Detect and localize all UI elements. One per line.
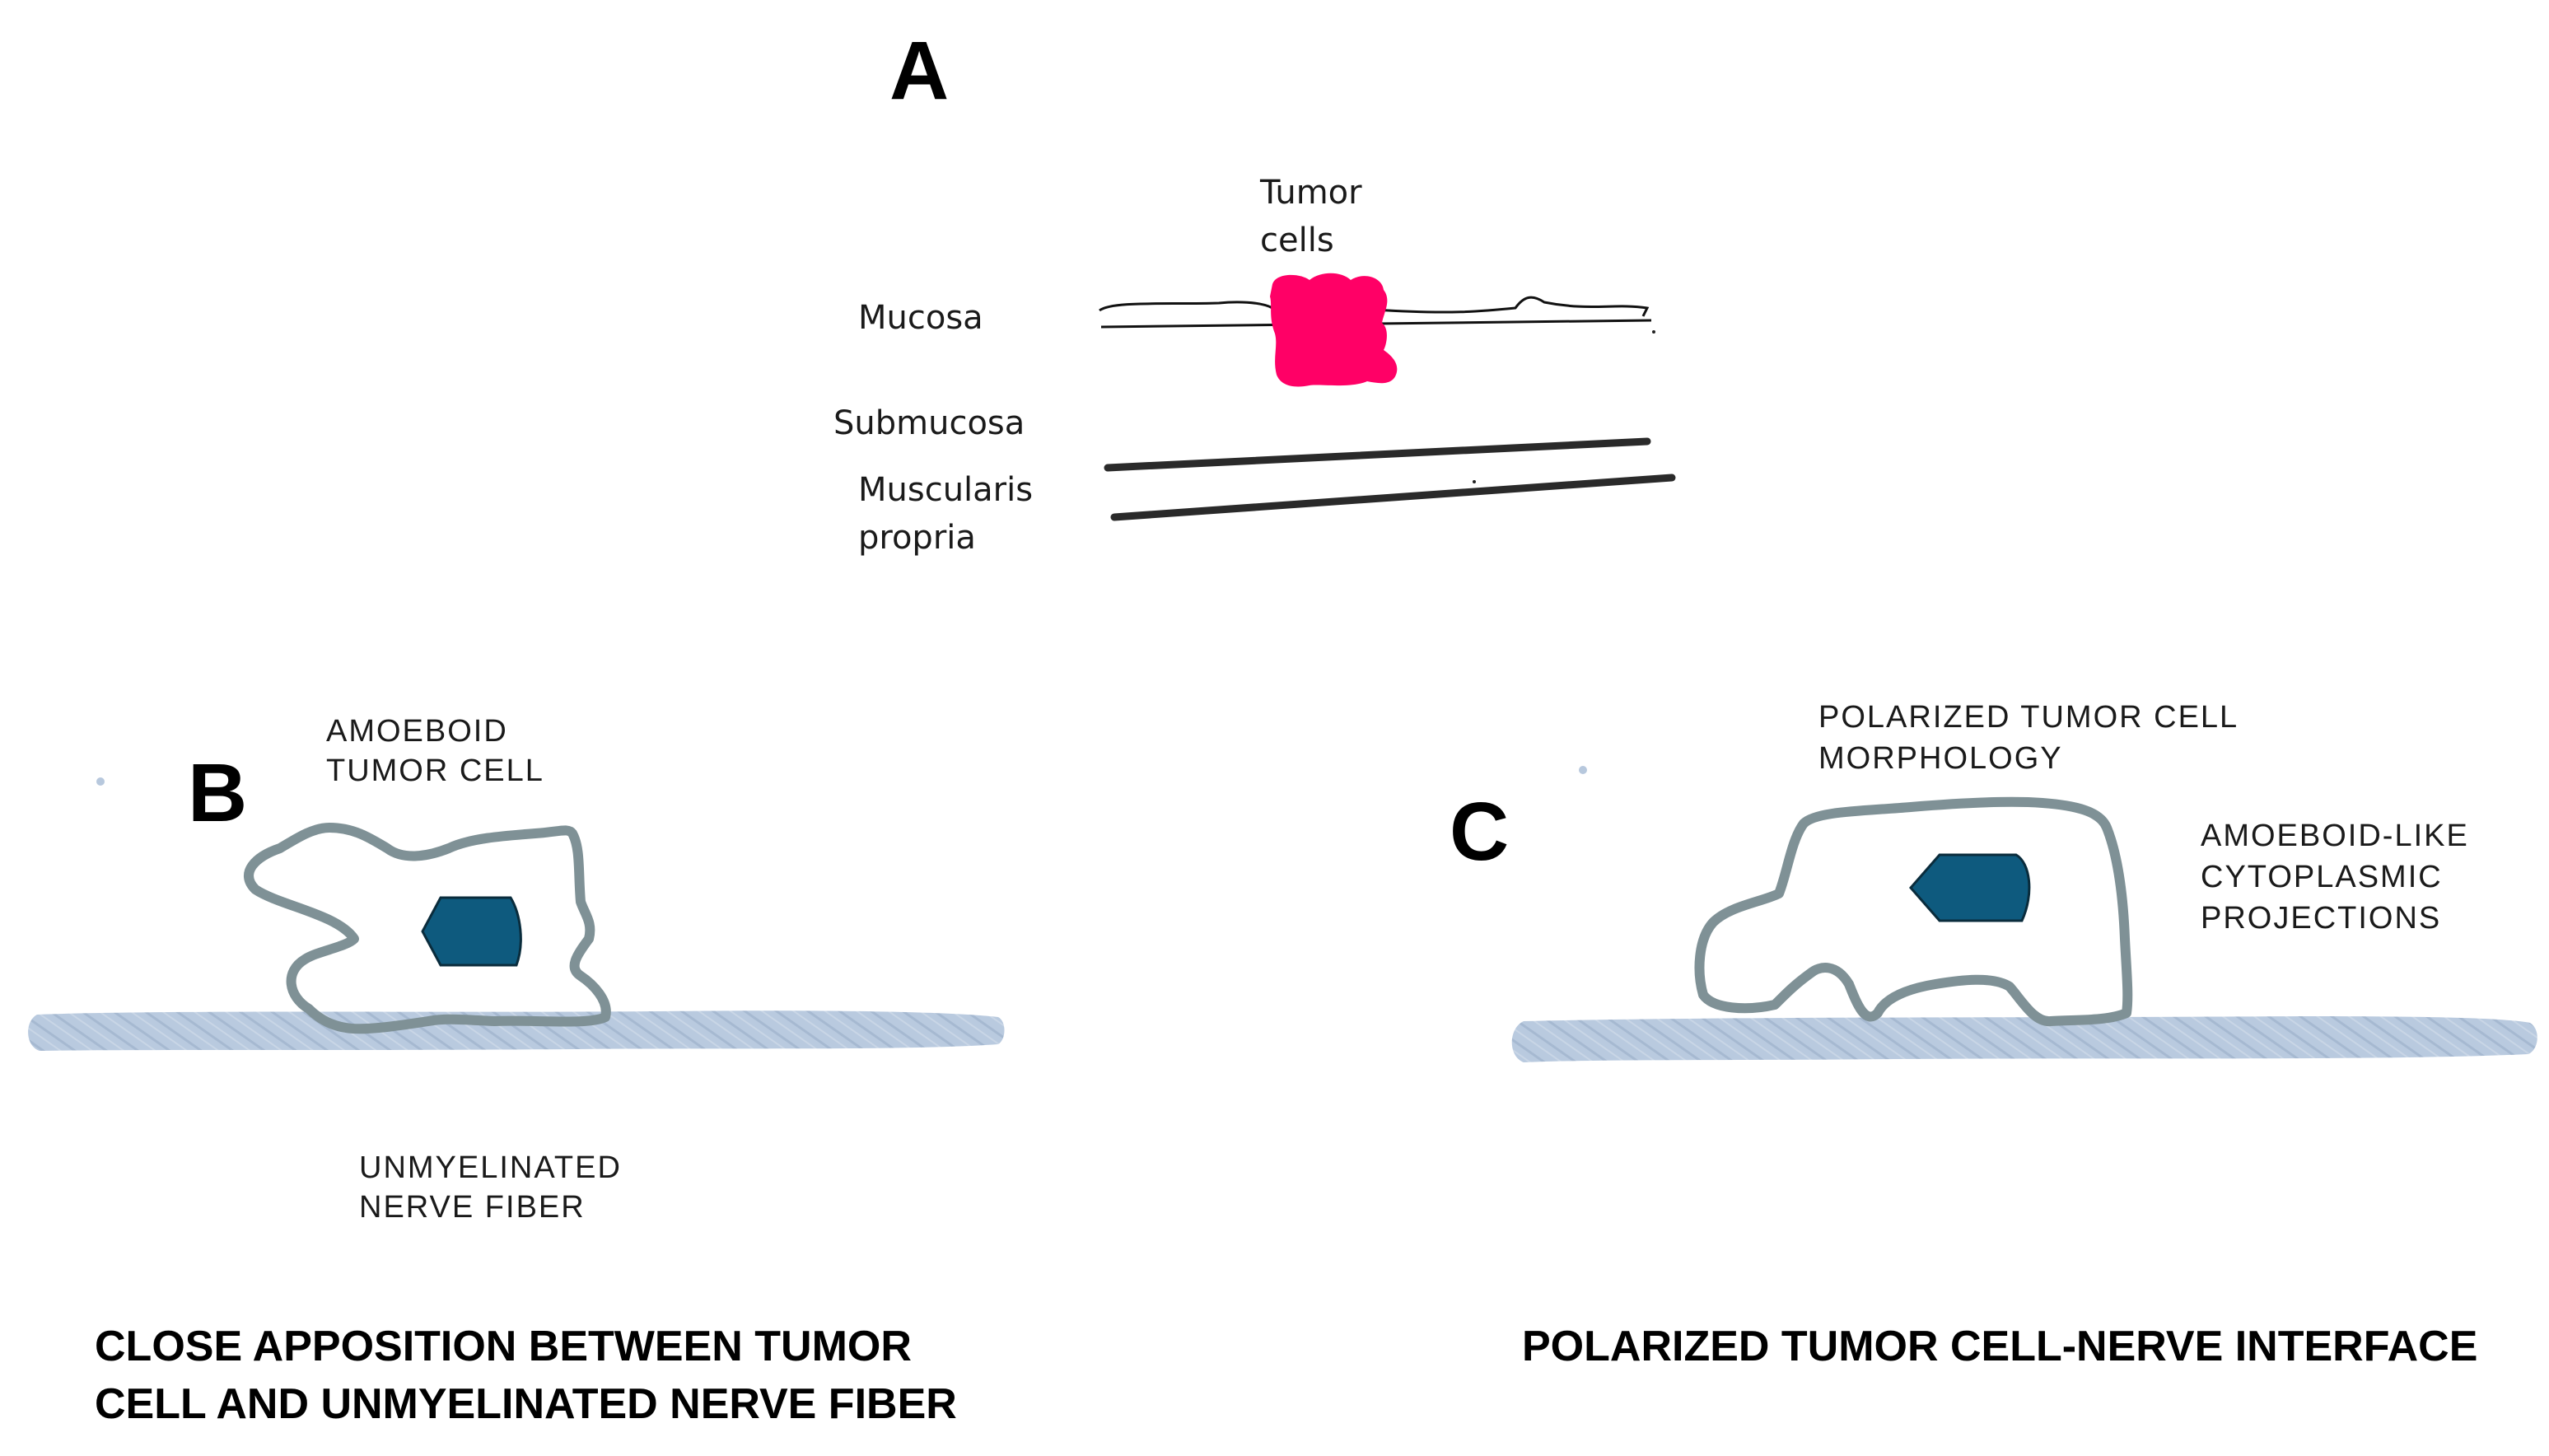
cytoplasmic-projections-label: AMOEBOID-LIKE CYTOPLASMIC PROJECTIONS [2201,819,2469,936]
nerve-fiber-b [28,1010,1005,1051]
nerve-fiber-c [1511,1016,2537,1062]
mucosa-label: Mucosa [858,299,983,337]
panel-a-letter: A [889,25,950,117]
muscularis-line [1110,474,1676,521]
unmyelinated-nerve-fiber-label: UNMYELINATED NERVE FIBER [359,1150,622,1225]
panel-c-caption: POLARIZED TUMOR CELL-NERVE INTERFACE [1522,1323,2478,1370]
panel-a-layers [1099,296,1676,521]
mucosa-surface-line [1099,296,1650,317]
panel-b-caption: CLOSE APPOSITION BETWEEN TUMOR CELL AND … [95,1323,957,1428]
panel-c-letter: C [1450,786,1510,878]
submucosa-label: Submucosa [833,404,1025,442]
tumor-cells-mass [1270,273,1398,387]
nucleus-b [421,896,522,967]
polarized-cell-outline [1694,796,2133,1026]
polarized-morphology-label: POLARIZED TUMOR CELL MORPHOLOGY [1818,700,2239,776]
submucosa-line [1104,437,1651,472]
nucleus-c [1909,853,2031,922]
tumor-cells-label: Tumor cells [1260,174,1362,259]
amoeboid-cell-outline [244,823,611,1034]
muscularis-propria-label: Muscularis propria [858,471,1034,557]
amoeboid-tumor-cell-label: AMOEBOID TUMOR CELL [326,714,544,788]
panel-b-letter: B [188,747,248,839]
